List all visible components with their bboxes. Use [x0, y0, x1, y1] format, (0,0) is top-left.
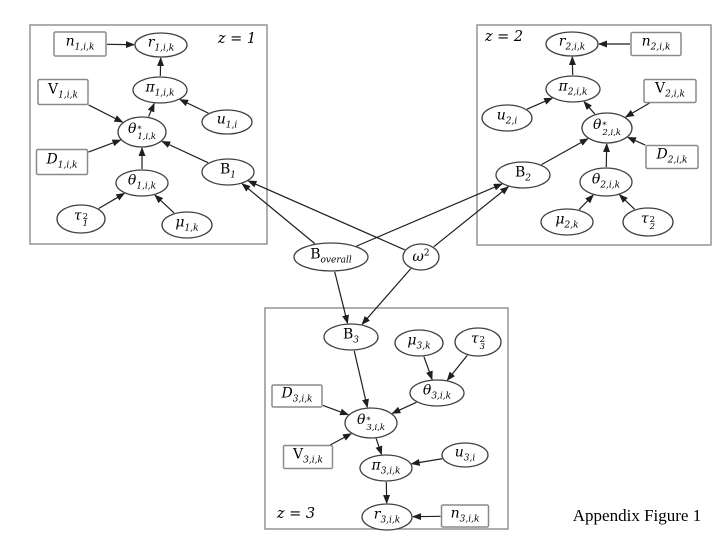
- edge-th3-to-th3s: [391, 401, 417, 414]
- node-th1-shape: [115, 169, 169, 197]
- node-n2-shape: [630, 31, 682, 57]
- node-th2s-shape: [581, 112, 633, 144]
- edge-Bov-to-B2: [356, 183, 503, 247]
- figure-caption: Appendix Figure 1: [572, 506, 702, 525]
- node-r3-shape: [361, 503, 413, 531]
- edge-D3-to-th3s: [322, 404, 350, 416]
- node-tau3-shape: [454, 327, 502, 357]
- node-r2-shape: [545, 31, 599, 57]
- node-B2-shape: [495, 161, 551, 189]
- node-B1-shape: [201, 158, 255, 186]
- node-D2-shape: [645, 144, 699, 170]
- node-u1-shape: [201, 109, 253, 135]
- node-V2-shape: [643, 78, 697, 104]
- node-th3s-shape: [344, 407, 398, 439]
- node-th1s-shape: [117, 116, 167, 148]
- node-u3-shape: [441, 442, 489, 468]
- node-V3-shape: [282, 444, 334, 470]
- edge-om-to-B3: [361, 268, 412, 326]
- node-mu1-shape: [161, 211, 213, 239]
- edge-B1-to-th1s: [161, 140, 209, 164]
- edge-mu1-to-th1: [154, 194, 175, 214]
- node-th3-shape: [409, 379, 465, 407]
- edge-V2-to-th2s: [624, 102, 650, 118]
- node-mu3-shape: [394, 329, 444, 357]
- edge-u2-to-pi2: [526, 97, 554, 110]
- node-n3-shape: [440, 504, 490, 528]
- edge-om-to-B1: [247, 180, 405, 251]
- edge-tau2-to-th2: [618, 194, 636, 210]
- node-u2-shape: [481, 104, 533, 132]
- edge-om-to-B2: [433, 186, 510, 248]
- edge-mu3-to-th3: [423, 356, 433, 381]
- edge-u1-to-pi1: [179, 99, 209, 114]
- node-mu2-shape: [540, 208, 594, 236]
- node-B3-shape: [323, 323, 379, 351]
- node-D1-shape: [35, 148, 89, 176]
- edge-u3-to-pi3: [410, 458, 443, 466]
- edge-th2s-to-pi2: [583, 100, 596, 115]
- node-pi1-shape: [132, 76, 188, 104]
- node-Bov-shape: [293, 242, 369, 272]
- edge-V3-to-th3s: [329, 433, 353, 446]
- edge-B2-to-th2s: [541, 138, 589, 166]
- node-tau1-shape: [56, 204, 106, 234]
- node-pi3-shape: [359, 454, 413, 482]
- node-V1-shape: [37, 78, 89, 106]
- node-n1-shape: [53, 31, 107, 57]
- edge-tau1-to-th1: [98, 192, 126, 210]
- edge-Bov-to-B3: [334, 271, 349, 325]
- edge-Bov-to-B1: [241, 183, 316, 245]
- edge-tau3-to-th3: [446, 354, 468, 381]
- node-om-shape: [402, 243, 440, 271]
- node-r1-shape: [134, 32, 188, 58]
- edge-th3s-to-pi3: [375, 438, 383, 456]
- node-tau2-shape: [622, 207, 674, 237]
- node-th2-shape: [579, 167, 633, 197]
- panel-z1-border: [29, 24, 268, 245]
- node-D3-shape: [271, 384, 323, 408]
- edge-D2-to-th2s: [627, 136, 646, 146]
- edge-th1s-to-pi1: [147, 102, 155, 117]
- panel-z2-border: [476, 24, 712, 246]
- edge-D1-to-th1s: [88, 139, 122, 153]
- edge-mu2-to-th2: [578, 194, 594, 211]
- edge-V1-to-th1s: [88, 104, 124, 123]
- node-pi2-shape: [545, 75, 601, 103]
- edge-B3-to-th3s: [353, 350, 369, 409]
